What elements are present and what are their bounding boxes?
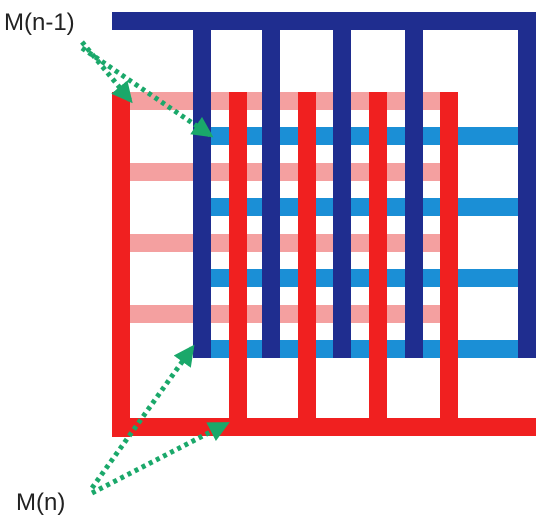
red-finger-4 (440, 92, 458, 422)
pink-bar-4 (120, 305, 442, 323)
pointer-arrows (80, 40, 230, 496)
arrow-upper-2 (80, 45, 214, 138)
red-finger-1 (229, 92, 247, 422)
dark-blue-finger-1 (193, 28, 211, 358)
dark-blue-finger-2 (262, 28, 280, 358)
dark-blue-top-bar (112, 12, 536, 30)
arrow-lower-2 (90, 421, 230, 496)
red-bottom-bar (112, 418, 536, 436)
red-left-bar (112, 92, 130, 437)
label-upper-metal: M(n-1) (4, 9, 75, 36)
dark-blue-finger-4 (405, 28, 423, 358)
arrow-upper-1 (80, 40, 133, 104)
dark-blue-comb (112, 12, 536, 358)
pink-bar-2 (120, 163, 442, 181)
dark-blue-finger-3 (333, 28, 351, 358)
red-finger-2 (298, 92, 316, 422)
label-lower-metal: M(n) (16, 489, 65, 516)
dark-blue-finger-5 (518, 28, 536, 358)
pink-bar-3 (120, 234, 442, 252)
red-finger-3 (369, 92, 387, 422)
